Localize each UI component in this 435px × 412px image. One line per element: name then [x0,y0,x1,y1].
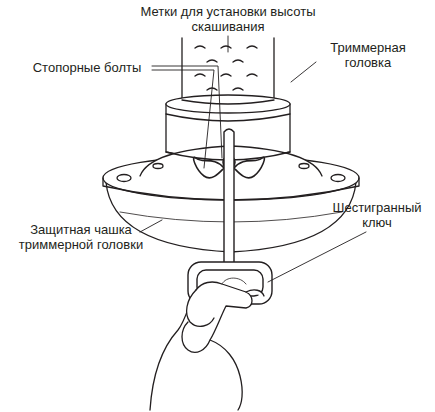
part-label: Шестигранный ключ [324,200,430,230]
part-label: Триммерная головка [318,40,418,70]
height-mark [221,46,231,48]
part-label: Метки для установки высоты скашивания [138,4,318,34]
height-mark [247,74,257,76]
hex-key [188,129,272,304]
height-mark [207,60,217,62]
height-mark [195,46,205,48]
height-mark [233,60,243,62]
leader-lines [140,36,366,282]
part-label: Стопорные болты [22,60,152,75]
height-mark [221,74,231,76]
height-mark [247,46,257,48]
height-mark [195,74,205,76]
hand [150,278,264,410]
height-mark [233,88,243,90]
height-marks [195,46,257,90]
part-label: Защитная чашка триммерной головки [14,222,148,252]
